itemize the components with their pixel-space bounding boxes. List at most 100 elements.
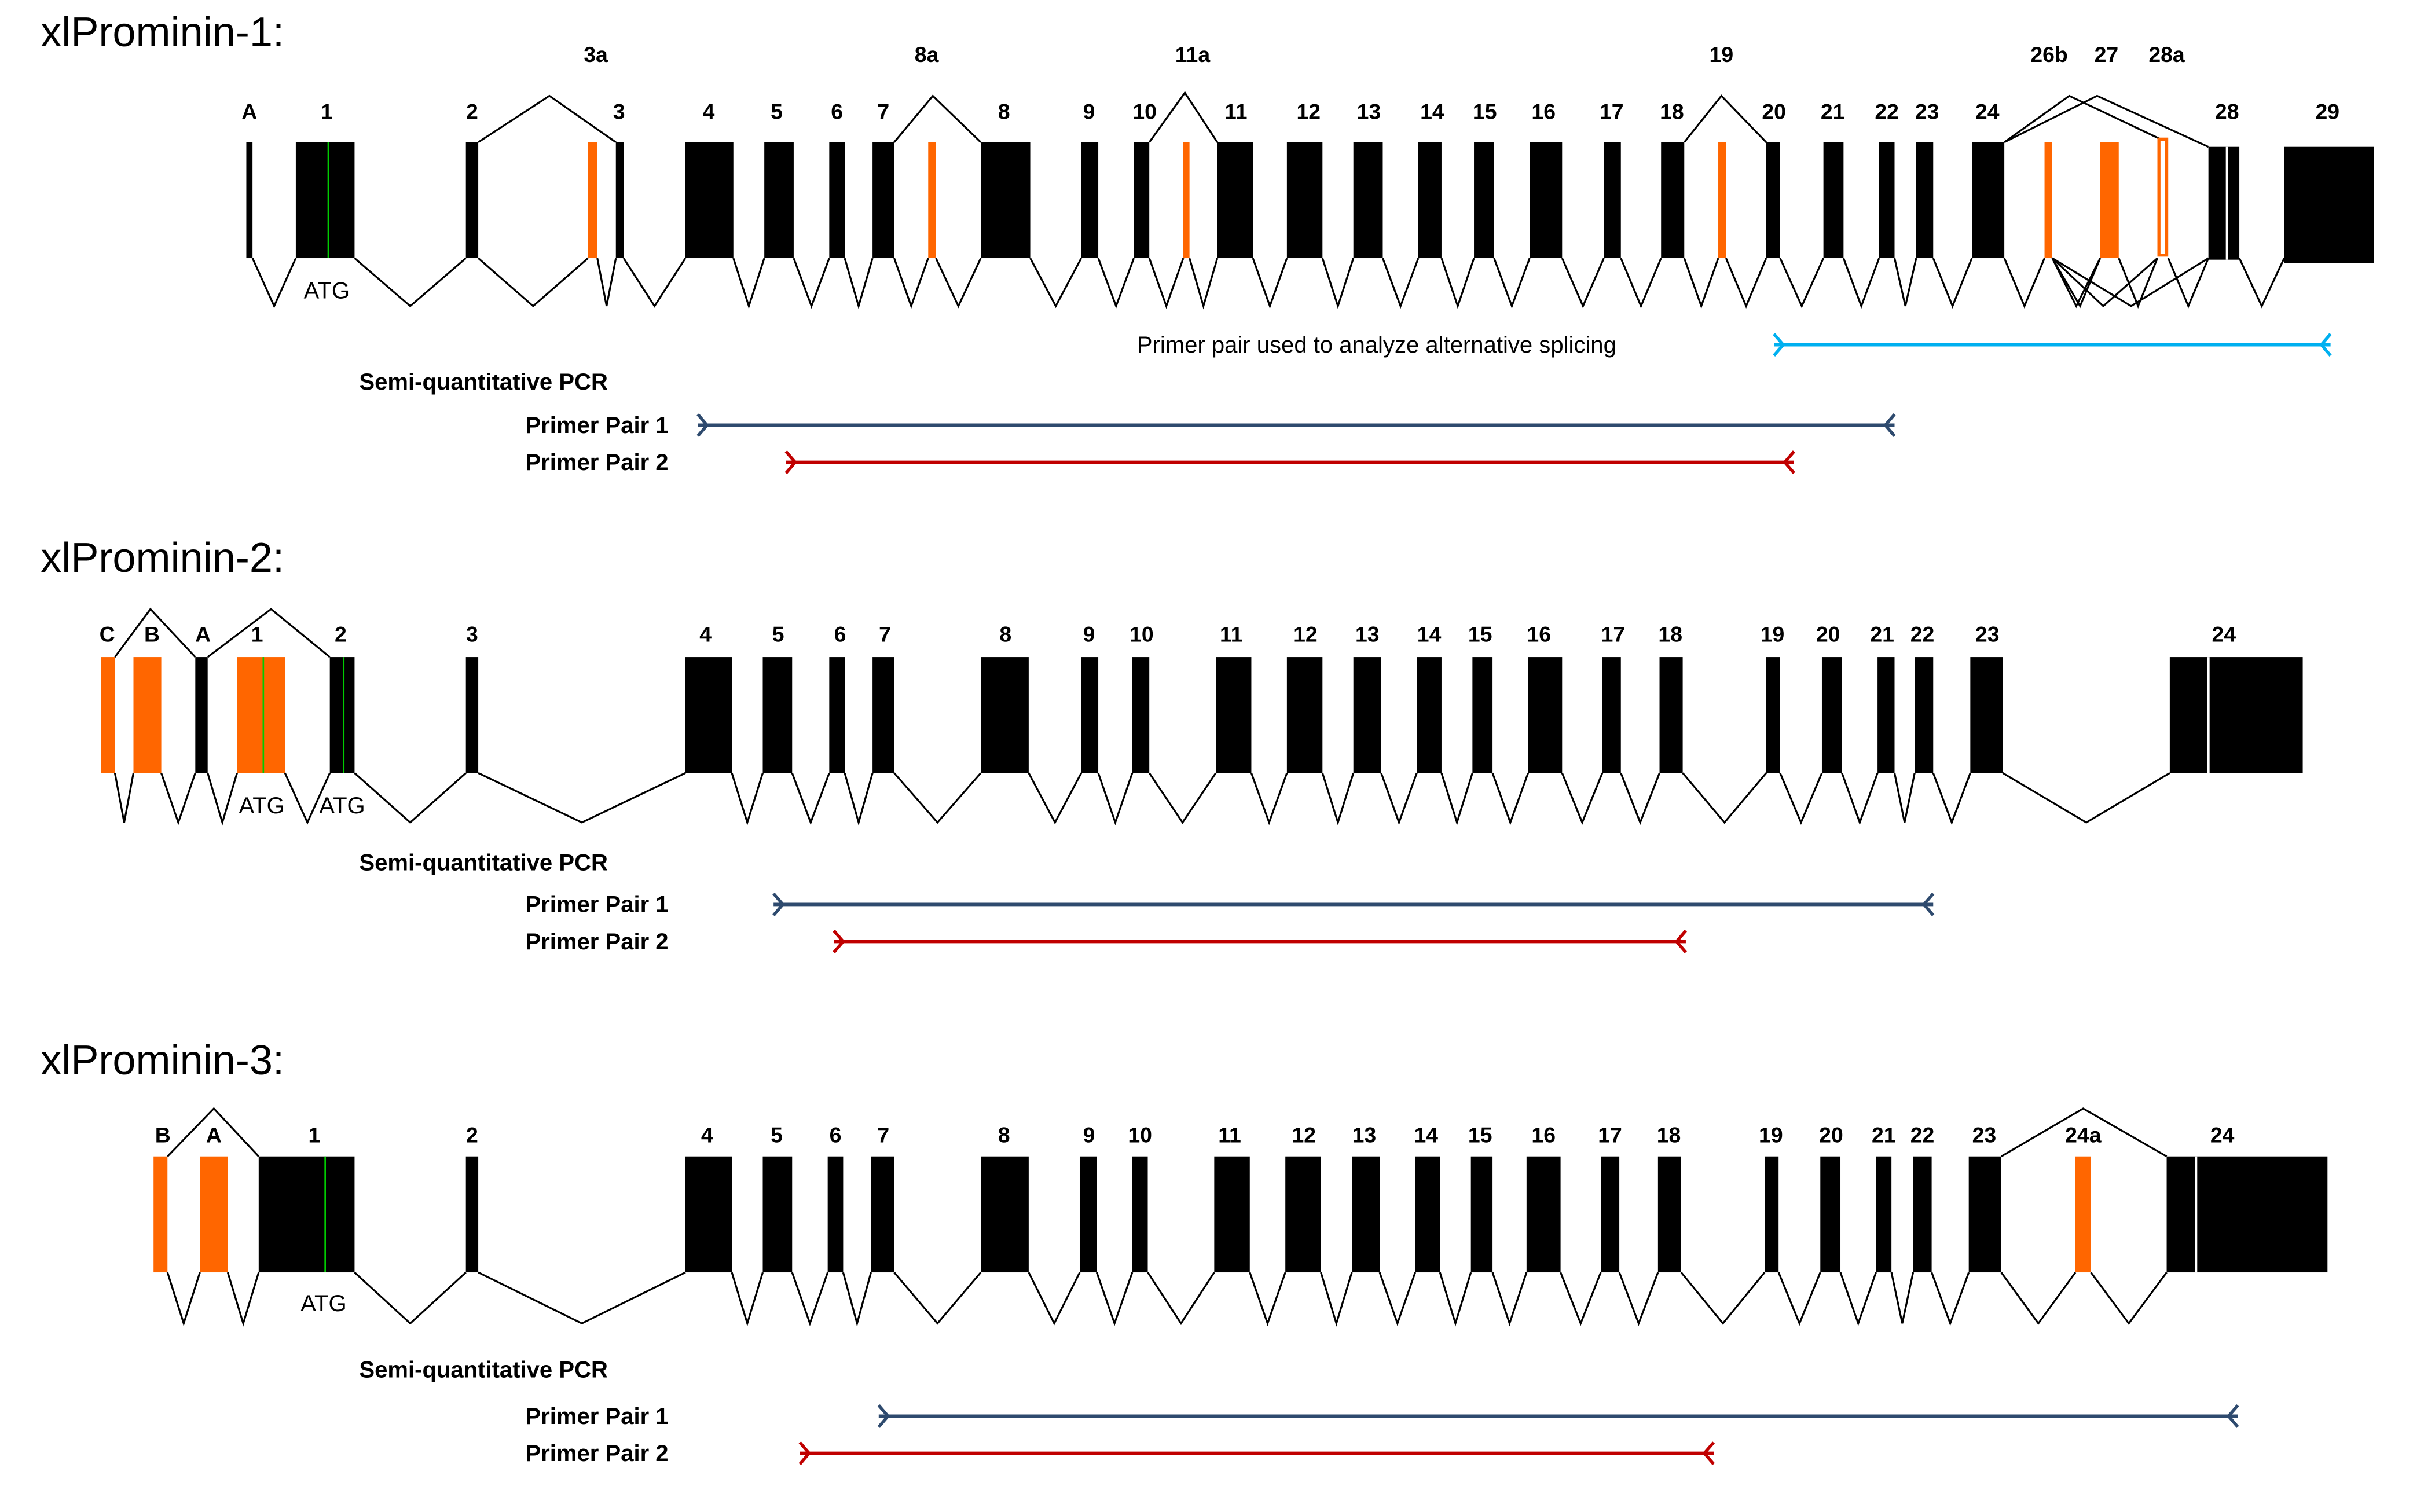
intron-line	[166, 1272, 201, 1327]
exon-label: 12	[1293, 622, 1318, 646]
primer-pair-2-reverse-arrow-icon	[1783, 450, 1795, 474]
primer-pair-1-reverse-arrow-icon	[2226, 1404, 2239, 1428]
exon-label: 11	[1218, 1123, 1241, 1147]
exon-label: A	[241, 100, 257, 124]
exon	[762, 1156, 793, 1273]
exon-label: 2	[466, 100, 478, 124]
exon	[1286, 142, 1323, 259]
alternative-exon	[1183, 142, 1190, 259]
exon	[2169, 657, 2303, 773]
exon-label: 4	[703, 100, 715, 124]
exon	[1418, 142, 1442, 259]
exon	[1217, 142, 1253, 259]
exon-label: 21	[1870, 622, 1894, 646]
exon	[329, 657, 355, 773]
intron-line	[1250, 772, 1288, 825]
exon-label: 23	[1915, 100, 1939, 124]
exon	[829, 142, 845, 259]
exon-label: 17	[1601, 622, 1626, 646]
intron-line	[2167, 258, 2210, 309]
exon	[1968, 1156, 2001, 1273]
exon-label: 18	[1658, 622, 1682, 646]
exon	[1353, 657, 1381, 773]
exon-label: 13	[1352, 1123, 1377, 1147]
exon	[2166, 1156, 2328, 1273]
intron-line	[1491, 1272, 1528, 1327]
intron-line	[1561, 772, 1604, 825]
exon	[195, 657, 208, 773]
exon	[465, 1156, 479, 1273]
gene-title: xlProminin-2:	[41, 535, 284, 581]
exon-label: 18	[1657, 1123, 1681, 1147]
exon	[1526, 1156, 1561, 1273]
intron-line	[1147, 1272, 1215, 1326]
intron-line	[791, 772, 830, 825]
exon-label: 21	[1821, 100, 1845, 124]
exon-label: 5	[772, 622, 784, 646]
alt-splice-line	[2051, 257, 2158, 307]
exon-label: 16	[1531, 100, 1556, 124]
intron-line	[1725, 258, 1767, 309]
intron-line	[1682, 772, 1767, 824]
intron-line	[1932, 772, 1971, 825]
exon-label: 14	[1417, 622, 1442, 646]
exon	[871, 1156, 894, 1273]
exon-label: 8	[998, 1123, 1010, 1147]
intron-line	[1839, 1272, 1877, 1327]
atg-label: ATG	[304, 278, 350, 303]
skip-splice-line	[2004, 94, 2209, 148]
exon	[1285, 1156, 1321, 1273]
exon	[465, 142, 479, 259]
alternative-exon	[237, 657, 285, 773]
exon	[1765, 1156, 1779, 1273]
primer-pair-2-label: Primer Pair 2	[525, 929, 668, 955]
exon	[1530, 142, 1563, 259]
exon-label: 28a	[2148, 42, 2185, 67]
intron-line	[1380, 772, 1418, 825]
intron-line	[793, 258, 830, 309]
exon-label: 1	[309, 1123, 321, 1147]
intron-line	[160, 772, 196, 825]
intron-line	[1493, 258, 1531, 309]
exon-label: 10	[1130, 622, 1154, 646]
exon-label: 16	[1531, 1123, 1556, 1147]
exon	[258, 1156, 355, 1273]
intron-line	[251, 258, 297, 309]
intron-line	[596, 258, 617, 307]
exon	[1657, 1156, 1681, 1273]
exon	[246, 142, 253, 259]
exon-label: 2	[335, 622, 347, 646]
primer-pair-1-label: Primer Pair 1	[525, 1404, 668, 1429]
intron-line	[2238, 258, 2285, 309]
intron-line	[731, 1272, 764, 1327]
intron-line	[1029, 258, 1083, 309]
exon-label: 8a	[915, 42, 940, 67]
exon-label: 11	[1224, 100, 1248, 124]
intron-line	[1097, 772, 1134, 825]
exon	[465, 657, 479, 773]
exon	[827, 1156, 844, 1273]
exon-label: 22	[1875, 100, 1899, 124]
exon-label: 3	[466, 622, 478, 646]
exon-label: 11a	[1175, 42, 1211, 67]
skip-splice-line	[1148, 91, 1219, 143]
exon	[872, 142, 894, 259]
exon-label: 23	[1972, 1123, 1997, 1147]
intron-line	[1841, 772, 1879, 825]
intron-line	[791, 1272, 829, 1327]
intron-line	[1440, 772, 1473, 826]
exon	[615, 142, 624, 259]
gene-title: xlProminin-1:	[41, 9, 284, 56]
exon	[1970, 657, 2003, 773]
intron-line	[935, 258, 982, 309]
exon	[1916, 142, 1934, 259]
exon-label: 6	[831, 100, 843, 124]
skip-splice-line	[893, 94, 982, 143]
exon-label: 13	[1355, 622, 1380, 646]
exon	[1820, 1156, 1841, 1273]
exon-label: 3a	[584, 42, 608, 67]
exon	[685, 1156, 732, 1273]
primer-pair-2-forward-arrow-icon	[833, 930, 845, 953]
exon	[685, 657, 732, 773]
